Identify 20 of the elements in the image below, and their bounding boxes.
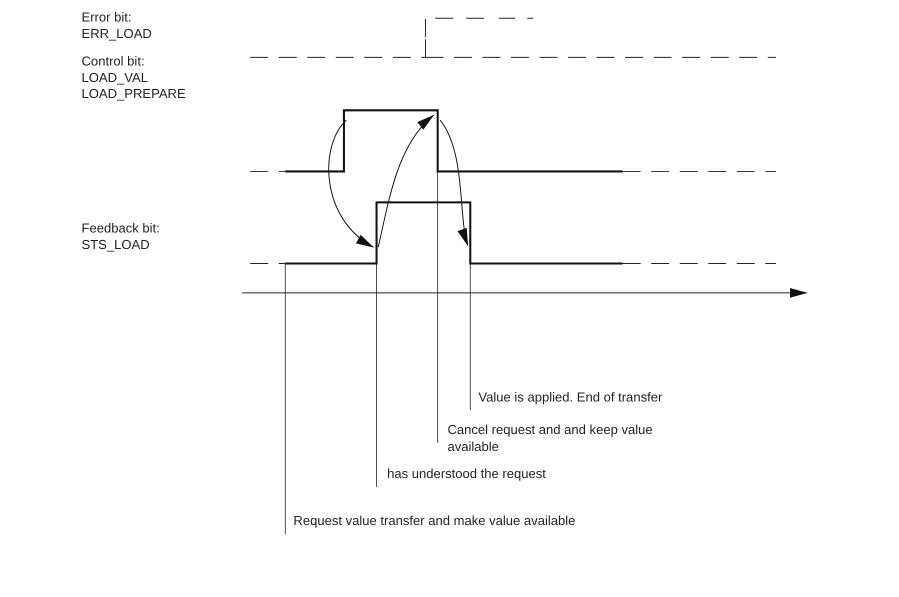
signal-trace — [250, 201, 776, 265]
annotation-text: has understood the request — [387, 466, 546, 483]
signal-label: Feedback bit: — [82, 220, 160, 238]
leader-line — [470, 263, 471, 411]
curved-arrow — [328, 120, 374, 248]
annotation-text: Request value transfer and make value available — [293, 512, 576, 530]
annotation-text: Value is applied. End of transfer — [478, 389, 662, 406]
leader-line — [376, 263, 377, 488]
signal-label: LOAD_PREPARE — [82, 86, 186, 103]
leader-line — [437, 171, 438, 444]
leader-line — [284, 263, 286, 535]
curved-arrow — [440, 120, 468, 246]
signal-label: LOAD_VAL — [82, 70, 148, 87]
signal-label: ERR_LOAD — [82, 26, 152, 43]
annotation-text: Cancel request and and keep value available — [447, 422, 692, 456]
signal-label: Control bit: — [82, 54, 145, 70]
signal-label: STS_LOAD — [82, 237, 150, 254]
curved-arrow — [378, 114, 434, 248]
signal-trace — [250, 109, 776, 172]
signal-label: Error bit: — [82, 10, 132, 26]
